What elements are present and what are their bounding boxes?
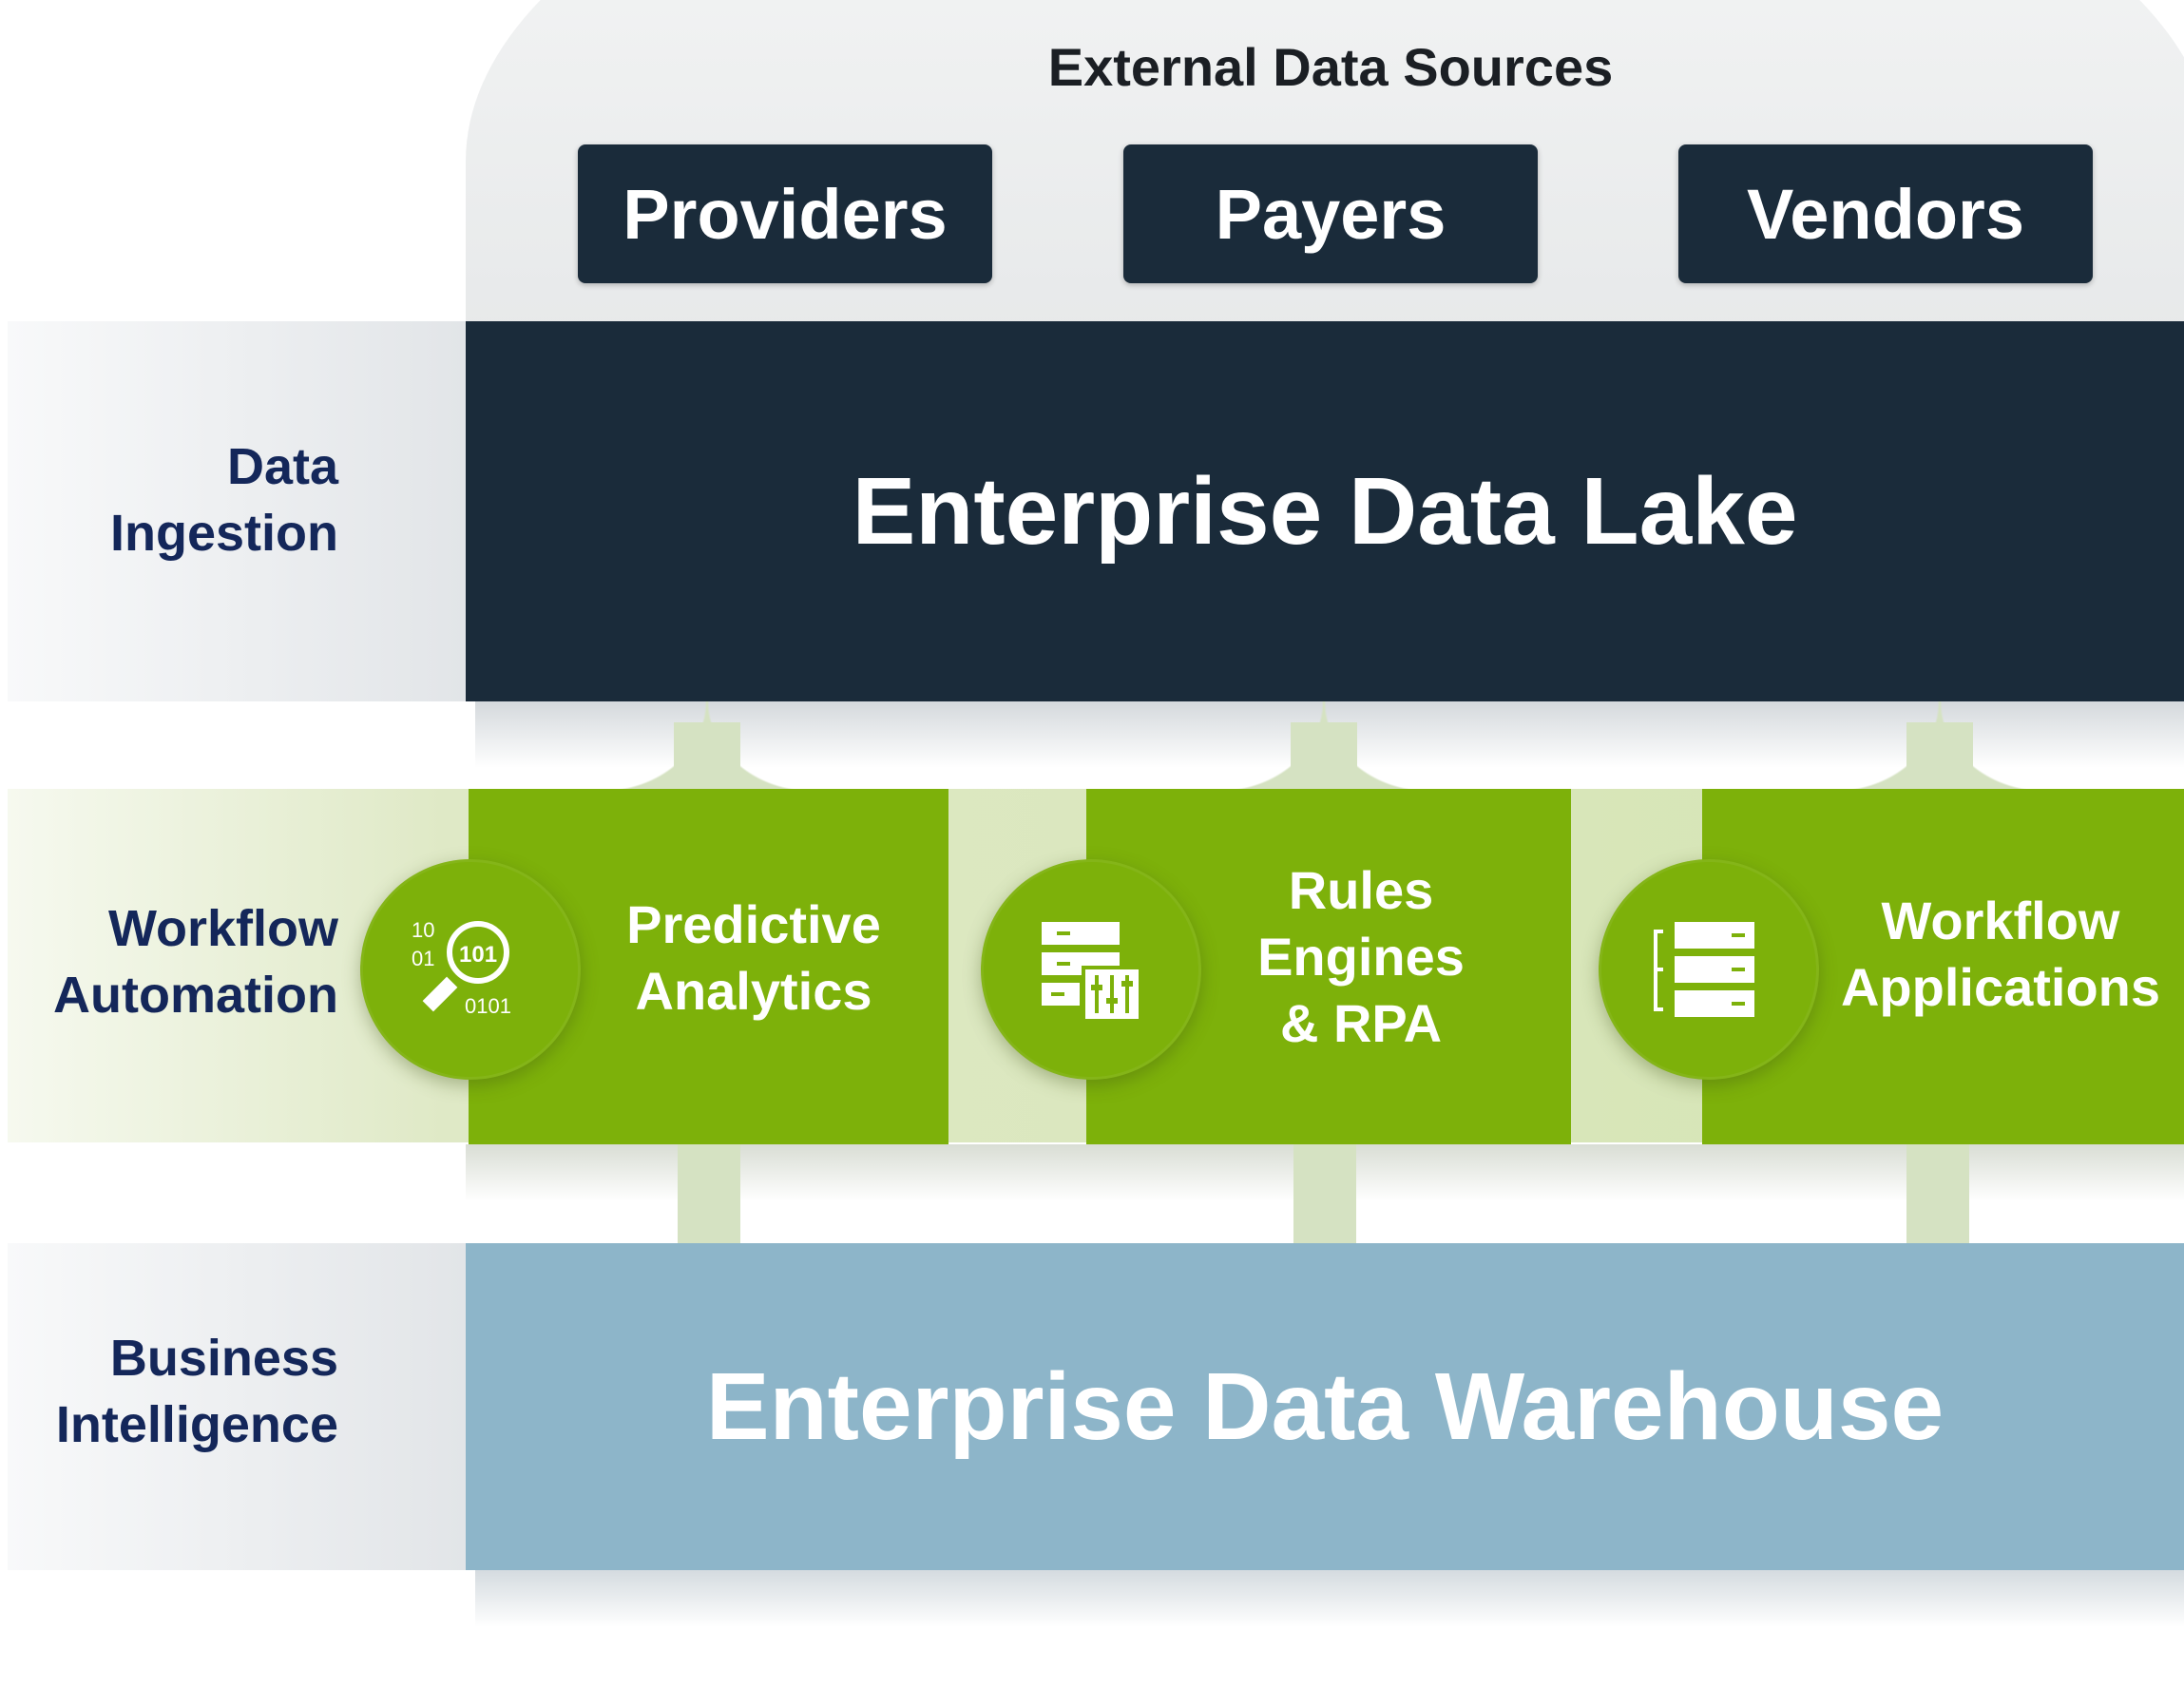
vendors-label: Vendors <box>1747 174 2024 254</box>
business-intelligence-band <box>8 1243 466 1570</box>
enterprise-data-warehouse: Enterprise Data Warehouse <box>466 1243 2184 1570</box>
workflow-applications-line2: Applications <box>1840 957 2161 1017</box>
enterprise-data-warehouse-label: Enterprise Data Warehouse <box>705 1352 1945 1460</box>
server-stack-icon <box>1654 922 1754 1017</box>
rules-engines-line1: Rules <box>1288 860 1434 920</box>
enterprise-data-lake-label: Enterprise Data Lake <box>852 457 1798 565</box>
predictive-analytics-line2: Analytics <box>635 961 872 1021</box>
predictive-analytics-circle: 10 01 101 0101 <box>360 859 581 1080</box>
svg-text:101: 101 <box>459 942 497 968</box>
data-ingestion-line2: Ingestion <box>110 505 338 562</box>
workflow-automation-line1: Workflow <box>108 900 338 957</box>
data-ingestion-line1: Data <box>226 438 338 495</box>
connector-stem-2 <box>1293 1144 1356 1243</box>
business-intelligence-label: Business Intelligence <box>19 1325 338 1458</box>
server-sliders-icon <box>1042 922 1142 1023</box>
vendors-box: Vendors <box>1678 144 2093 283</box>
predictive-analytics-line1: Predictive <box>626 894 881 954</box>
predictive-analytics-label: Predictive Analytics <box>587 892 920 1025</box>
business-intelligence-line2: Intelligence <box>55 1396 338 1453</box>
workflow-applications-circle <box>1599 859 1819 1080</box>
providers-box: Providers <box>578 144 992 283</box>
enterprise-data-lake: Enterprise Data Lake <box>466 321 2184 701</box>
providers-label: Providers <box>623 174 948 254</box>
workflow-automation-line2: Automation <box>53 967 338 1024</box>
funnel-shape-3 <box>1835 701 2044 789</box>
business-intelligence-line1: Business <box>109 1330 338 1387</box>
funnel-shape-2 <box>1219 701 1428 789</box>
connector-stem-3 <box>1906 1144 1969 1243</box>
binary-magnifier-icon: 10 01 101 0101 <box>412 918 511 1018</box>
svg-text:10: 10 <box>412 918 434 942</box>
rules-engines-line3: & RPA <box>1279 993 1443 1053</box>
workflow-automation-label: Workflow Automation <box>19 895 338 1028</box>
external-sources-title: External Data Sources <box>1047 37 1614 97</box>
connector-stem-1 <box>678 1144 740 1243</box>
data-ingestion-band <box>8 321 466 701</box>
data-warehouse-shadow <box>475 1570 2184 1627</box>
svg-text:01: 01 <box>412 947 434 970</box>
rules-engines-label: Rules Engines & RPA <box>1209 857 1513 1057</box>
rules-engines-circle <box>981 859 1201 1080</box>
data-ingestion-label: Data Ingestion <box>19 433 338 566</box>
workflow-applications-label: Workflow Applications <box>1834 888 2167 1021</box>
funnel-shape-1 <box>603 701 812 789</box>
payers-label: Payers <box>1215 174 1446 254</box>
rules-engines-line2: Engines <box>1257 927 1465 987</box>
svg-text:0101: 0101 <box>465 994 511 1018</box>
payers-box: Payers <box>1123 144 1538 283</box>
workflow-applications-line1: Workflow <box>1881 891 2120 950</box>
